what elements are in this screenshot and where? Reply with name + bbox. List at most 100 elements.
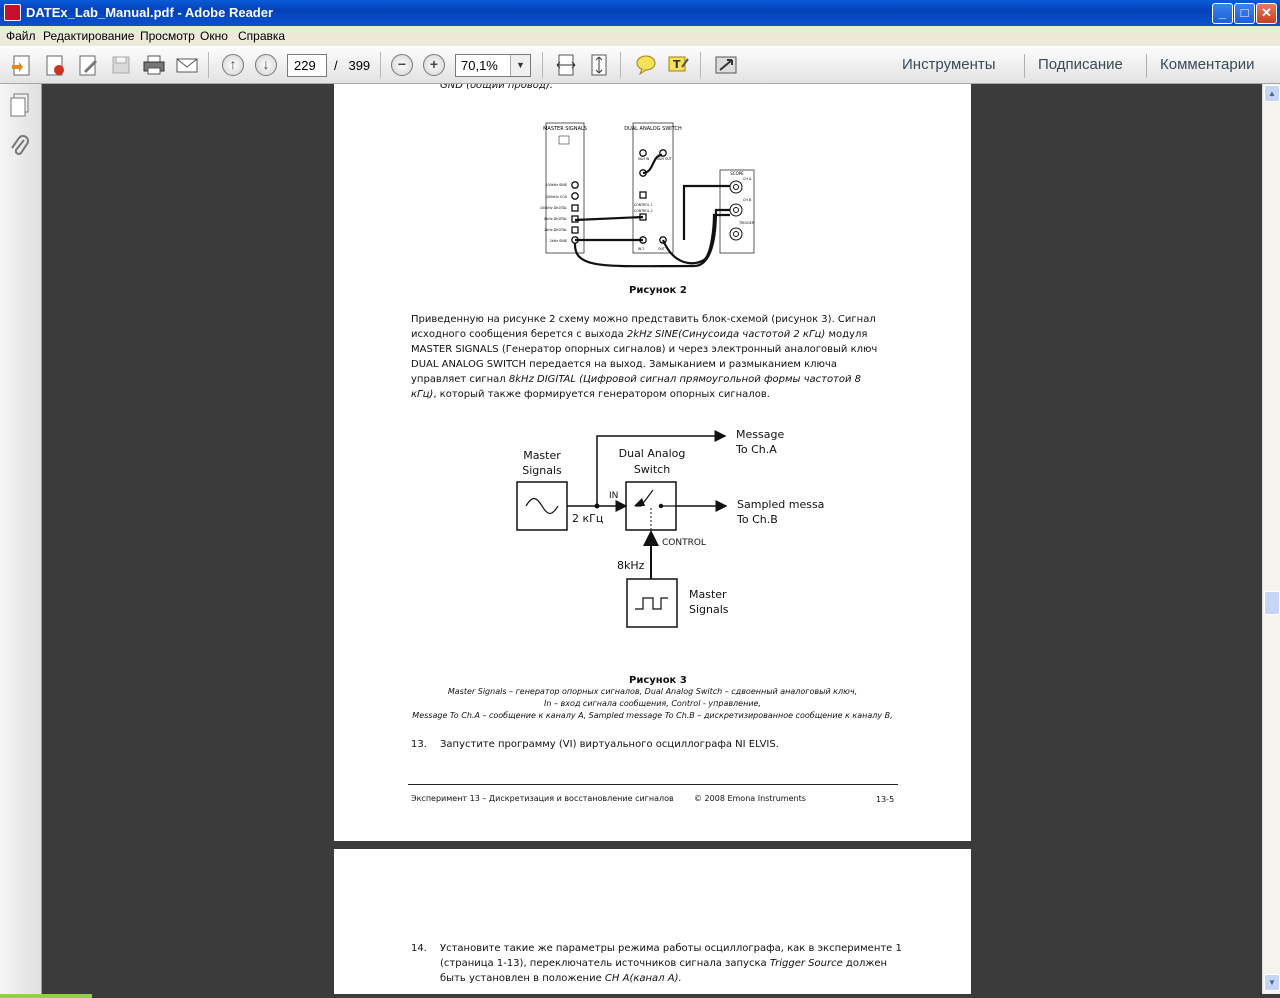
footer-page-number: 13-5 — [876, 795, 895, 804]
footer-left: Эксперимент 13 – Дискретизация и восстан… — [411, 794, 674, 803]
step-line: Установите такие же параметры режима раб… — [440, 943, 902, 954]
window-title: DATEx_Lab_Manual.pdf - Adobe Reader — [26, 5, 274, 20]
pdf-page: GND (общий провод). MASTER SIGNALS 100kH… — [334, 84, 971, 841]
out-label: OUT — [658, 247, 665, 251]
master-bottom-line1: Master — [689, 588, 727, 601]
wire-out-chb — [573, 208, 730, 268]
start-button-edge — [0, 994, 92, 998]
menu-file[interactable]: Файл — [6, 29, 36, 43]
comment-icon[interactable] — [634, 53, 658, 77]
svg-text:T: T — [673, 58, 681, 71]
prev-page-icon[interactable]: ↑ — [222, 54, 244, 76]
step-number: 14. — [411, 943, 427, 954]
page-separator: / — [334, 58, 338, 73]
toolbar-separator — [1024, 54, 1025, 78]
taskbar-edge — [0, 994, 1280, 998]
sampled-line2: To Ch.B — [736, 513, 778, 526]
message-line1: Message — [736, 428, 784, 441]
zoom-out-icon[interactable]: − — [391, 54, 413, 76]
footer-copyright: © 2008 Emona Instruments — [694, 794, 806, 803]
scope-label: SCOPE — [730, 171, 744, 176]
pages-panel-icon[interactable] — [8, 92, 32, 118]
master-bottom-line2: Signals — [689, 603, 729, 616]
wire-8khz-control — [574, 215, 644, 222]
fit-page-icon[interactable] — [587, 53, 611, 77]
menu-help[interactable]: Справка — [238, 29, 286, 43]
export-icon[interactable] — [43, 53, 67, 77]
legend-line: In – вход сигнала сообщения, Control - у… — [544, 699, 761, 708]
step-14-text: Установите такие же параметры режима раб… — [440, 941, 950, 986]
close-button[interactable]: ✕ — [1256, 3, 1277, 24]
document-view[interactable]: GND (общий провод). MASTER SIGNALS 100kH… — [43, 84, 1262, 994]
wire-loop — [661, 213, 730, 265]
master-label: MASTER SIGNALS — [543, 126, 587, 132]
figure-3-caption: Рисунок 3 — [629, 675, 687, 686]
zoom-in-icon[interactable]: + — [423, 54, 445, 76]
tools-pane-button[interactable]: Инструменты — [902, 56, 996, 73]
para-line: MASTER SIGNALS (Генератор опорных сигнал… — [411, 344, 878, 355]
wiring-diagram: MASTER SIGNALS 100kHz SINE 100kHz COS 10… — [540, 122, 755, 268]
in-label: IN — [609, 491, 618, 501]
menu-view[interactable]: Просмотр — [140, 29, 195, 43]
page-total-value: 399 — [348, 58, 371, 73]
figure-3-legend: Master Signals – генератор опорных сигна… — [334, 686, 971, 722]
fullscreen-icon[interactable] — [714, 53, 738, 77]
toolbar: ↑ ↓ 229 / 399 − + 70,1% ▼ T Инструменты … — [0, 46, 1280, 84]
sh-out-label: S&H OUT — [657, 157, 672, 161]
menu-bar: Файл Редактирование Просмотр Окно Справк… — [0, 26, 1280, 46]
page-text-line: GND (общий провод). — [440, 84, 553, 91]
scroll-thumb[interactable] — [1264, 591, 1280, 615]
step-line: (страница 1-13), переключатель источнико… — [440, 958, 888, 969]
step-number: 13. — [411, 739, 427, 750]
edit-icon[interactable] — [76, 53, 100, 77]
print-icon[interactable] — [142, 53, 166, 77]
save-icon[interactable] — [109, 53, 133, 77]
toolbar-separator — [208, 52, 209, 78]
create-pdf-icon[interactable] — [10, 53, 34, 77]
menu-edit[interactable]: Редактирование — [43, 29, 135, 43]
cha-label: CH A — [743, 177, 752, 181]
toolbar-separator — [380, 52, 381, 78]
toolbar-separator — [700, 52, 701, 78]
minimize-button[interactable]: _ — [1212, 3, 1233, 24]
figure-2-caption: Рисунок 2 — [629, 285, 687, 296]
page-total: / 399 — [334, 58, 370, 73]
comment-pane-button[interactable]: Комментарии — [1160, 56, 1255, 73]
toolbar-separator — [620, 52, 621, 78]
para-line: DUAL ANALOG SWITCH передается на выход. … — [411, 359, 837, 370]
master-top-line1: Master — [523, 449, 561, 462]
fit-width-icon[interactable] — [554, 53, 578, 77]
jack — [571, 226, 579, 234]
jack — [639, 149, 647, 157]
dual-line2: Switch — [634, 463, 670, 476]
sine-icon — [558, 135, 570, 145]
jack — [571, 204, 579, 212]
sign-pane-button[interactable]: Подписание — [1038, 56, 1123, 73]
jack — [571, 181, 579, 189]
jack-label: 8kHz DIGITAL — [544, 217, 567, 221]
wire-sh — [642, 153, 663, 175]
paragraph: Приведенную на рисунке 2 схему можно пре… — [411, 312, 931, 402]
email-icon[interactable] — [175, 53, 199, 77]
dual-analog-switch-module — [632, 122, 674, 254]
menu-window[interactable]: Окно — [200, 29, 228, 43]
trigger-label: TRIGGER — [738, 221, 755, 225]
next-page-icon[interactable]: ↓ — [255, 54, 277, 76]
vertical-scrollbar[interactable]: ▲ ▼ — [1262, 84, 1280, 994]
jack-label: 2kHz SINE — [550, 239, 567, 243]
jack-label: 2kHz DIGITAL — [544, 228, 567, 232]
zoom-dropdown-icon[interactable]: ▼ — [510, 55, 530, 76]
scroll-down-button[interactable]: ▼ — [1264, 974, 1280, 991]
maximize-button[interactable]: □ — [1234, 3, 1255, 24]
para-line: кГц), который также формируется генерато… — [411, 389, 770, 400]
toolbar-separator — [542, 52, 543, 78]
highlight-icon[interactable]: T — [666, 53, 690, 77]
dual-line1: Dual Analog — [619, 447, 686, 460]
title-bar: DATEx_Lab_Manual.pdf - Adobe Reader _ □ … — [0, 0, 1280, 26]
attachments-icon[interactable] — [9, 134, 31, 160]
jack-label: 100kHz DIGITAL — [540, 206, 567, 210]
scroll-up-button[interactable]: ▲ — [1264, 85, 1280, 102]
page-number-input[interactable]: 229 — [287, 54, 327, 77]
sampled-line1: Sampled message — [737, 498, 824, 511]
jack-label: 100kHz COS — [546, 195, 567, 199]
